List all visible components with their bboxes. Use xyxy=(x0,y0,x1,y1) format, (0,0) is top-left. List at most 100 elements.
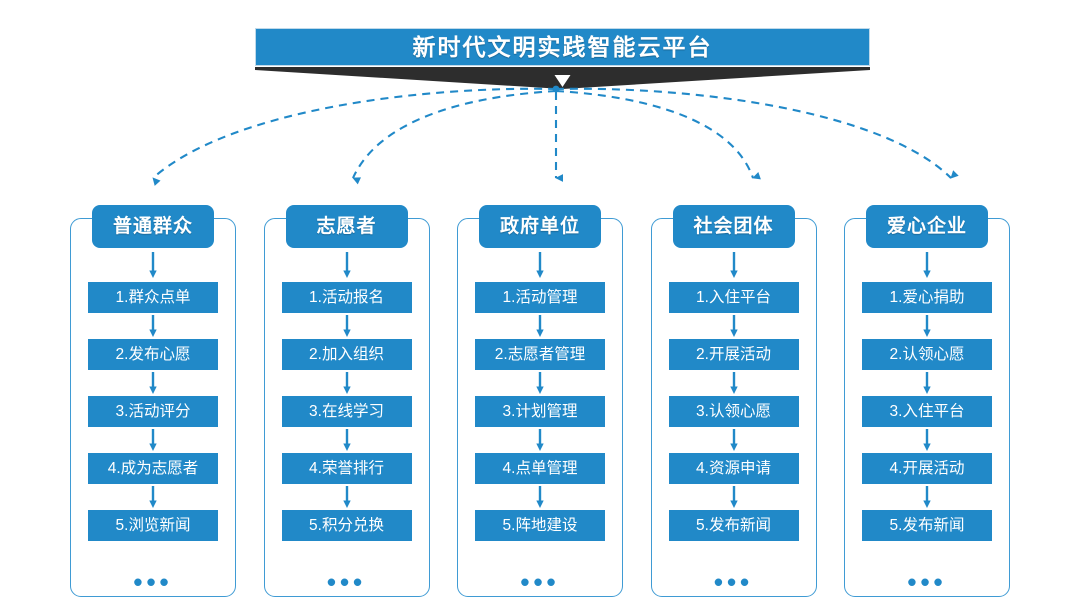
step-item[interactable]: 4.资源申请 xyxy=(668,453,799,484)
step-flow-arrow-icon xyxy=(342,372,351,394)
role-step-list-ordinary-public: 1.群众点单 2.发布心愿 3.活动评分 4.成为志愿者 5.浏览新闻 ••• xyxy=(70,248,236,597)
more-items-ellipsis: ••• xyxy=(520,567,560,597)
step-flow-arrow-icon xyxy=(729,252,738,278)
step-item-label: 5.积分兑换 xyxy=(309,516,384,534)
step-item[interactable]: 3.活动评分 xyxy=(88,396,218,427)
role-header-label: 普通群众 xyxy=(112,216,193,237)
step-item-label: 4.点单管理 xyxy=(502,459,578,477)
step-item-label: 3.认领心愿 xyxy=(696,402,771,420)
more-items-ellipsis: ••• xyxy=(326,567,367,597)
connector-to-volunteer xyxy=(352,89,557,185)
step-item-label: 4.资源申请 xyxy=(696,459,771,477)
step-item[interactable]: 2.志愿者管理 xyxy=(475,339,605,370)
step-item[interactable]: 4.荣誉排行 xyxy=(281,453,412,484)
step-item[interactable]: 2.开展活动 xyxy=(668,339,799,370)
step-item-label: 1.活动管理 xyxy=(502,288,578,306)
more-items-ellipsis: ••• xyxy=(907,567,947,597)
step-item-label: 4.成为志愿者 xyxy=(107,459,199,477)
step-flow-arrow-icon xyxy=(729,315,738,337)
role-step-list-volunteer: 1.活动报名 2.加入组织 3.在线学习 4.荣誉排行 5.积分兑换 ••• xyxy=(264,248,430,597)
step-item-label: 1.入住平台 xyxy=(696,288,771,306)
step-item[interactable]: 1.爱心捐助 xyxy=(862,282,992,313)
page-title: 新时代文明实践智能云平台 xyxy=(412,33,713,60)
step-item[interactable]: 1.群众点单 xyxy=(88,282,218,313)
step-item-label: 2.开展活动 xyxy=(696,345,771,363)
step-flow-arrow-icon xyxy=(923,486,931,508)
step-flow-arrow-icon xyxy=(536,429,544,451)
step-item-label: 3.计划管理 xyxy=(502,402,578,420)
role-header-ordinary-public[interactable]: 普通群众 xyxy=(92,205,214,248)
step-flow-arrow-icon xyxy=(536,372,544,394)
step-item-label: 3.活动评分 xyxy=(115,402,191,420)
step-item[interactable]: 2.加入组织 xyxy=(281,339,412,370)
role-header-label: 社会团体 xyxy=(693,216,774,237)
step-flow-arrow-icon xyxy=(149,372,157,394)
role-column-ordinary-public: 普通群众 1.群众点单 2.发布心愿 3.活动评分 4.成为志愿者 5.浏览新闻 ••• xyxy=(70,205,236,597)
role-header-label: 志愿者 xyxy=(316,216,377,237)
connector-to-ordinary-public xyxy=(152,87,557,186)
step-item-label: 1.活动报名 xyxy=(309,288,384,306)
role-header-government-unit[interactable]: 政府单位 xyxy=(479,205,601,248)
role-column-caring-enterprise: 爱心企业 1.爱心捐助 2.认领心愿 3.入住平台 4.开展活动 5.发布新闻 ••• xyxy=(844,205,1010,597)
step-item-label: 2.加入组织 xyxy=(309,345,384,363)
platform-title-banner: 新时代文明实践智能云平台 xyxy=(255,28,870,90)
step-item[interactable]: 1.入住平台 xyxy=(668,282,799,313)
step-item-label: 1.群众点单 xyxy=(115,288,191,306)
step-item-label: 4.荣誉排行 xyxy=(309,459,384,477)
step-item-label: 5.阵地建设 xyxy=(502,516,578,534)
step-flow-arrow-icon xyxy=(342,429,351,451)
step-item[interactable]: 1.活动报名 xyxy=(281,282,412,313)
step-flow-arrow-icon xyxy=(149,315,157,337)
step-item[interactable]: 3.计划管理 xyxy=(475,396,605,427)
step-flow-arrow-icon xyxy=(149,252,157,278)
step-item[interactable]: 3.入住平台 xyxy=(862,396,992,427)
step-item[interactable]: 5.浏览新闻 xyxy=(88,510,218,541)
step-flow-arrow-icon xyxy=(536,486,544,508)
role-column-volunteer: 志愿者 1.活动报名 2.加入组织 3.在线学习 4.荣誉排行 5.积分兑换 ••• xyxy=(263,205,430,597)
step-item-label: 2.发布心愿 xyxy=(115,345,191,363)
step-item[interactable]: 3.在线学习 xyxy=(281,396,412,427)
step-item-label: 1.爱心捐助 xyxy=(889,288,965,306)
step-item-label: 5.浏览新闻 xyxy=(115,516,191,534)
step-item[interactable]: 2.发布心愿 xyxy=(88,339,218,370)
step-item[interactable]: 5.发布新闻 xyxy=(668,510,799,541)
step-flow-arrow-icon xyxy=(923,315,931,337)
step-flow-arrow-icon xyxy=(729,372,738,394)
more-items-ellipsis: ••• xyxy=(133,567,173,597)
role-step-list-government-unit: 1.活动管理 2.志愿者管理 3.计划管理 4.点单管理 5.阵地建设 ••• xyxy=(457,248,623,597)
step-item[interactable]: 3.认领心愿 xyxy=(668,396,799,427)
step-flow-arrow-icon xyxy=(536,315,544,337)
step-item[interactable]: 1.活动管理 xyxy=(475,282,605,313)
role-header-label: 政府单位 xyxy=(499,216,580,237)
step-item-label: 5.发布新闻 xyxy=(696,516,771,534)
step-item-label: 2.认领心愿 xyxy=(889,345,965,363)
banner-ribbon-chevron xyxy=(255,67,870,89)
role-header-volunteer[interactable]: 志愿者 xyxy=(285,205,408,248)
step-flow-arrow-icon xyxy=(342,315,351,337)
role-column-social-group: 社会团体 1.入住平台 2.开展活动 3.认领心愿 4.资源申请 5.发布新闻 ••• xyxy=(650,205,817,597)
step-flow-arrow-icon xyxy=(923,252,931,278)
step-item[interactable]: 4.开展活动 xyxy=(862,453,992,484)
connector-to-caring-enterprise xyxy=(555,87,959,179)
step-flow-arrow-icon xyxy=(342,486,351,508)
step-item[interactable]: 4.成为志愿者 xyxy=(88,453,218,484)
step-flow-arrow-icon xyxy=(923,372,931,394)
more-items-ellipsis: ••• xyxy=(713,567,754,597)
role-step-list-social-group: 1.入住平台 2.开展活动 3.认领心愿 4.资源申请 5.发布新闻 ••• xyxy=(651,248,817,597)
role-header-label: 爱心企业 xyxy=(886,216,967,237)
step-item-label: 4.开展活动 xyxy=(889,459,965,477)
step-item[interactable]: 5.积分兑换 xyxy=(281,510,412,541)
step-item[interactable]: 2.认领心愿 xyxy=(862,339,992,370)
platform-title-bar: 新时代文明实践智能云平台 xyxy=(255,28,870,66)
step-flow-arrow-icon xyxy=(923,429,931,451)
role-header-caring-enterprise[interactable]: 爱心企业 xyxy=(866,205,988,248)
role-header-social-group[interactable]: 社会团体 xyxy=(672,205,795,248)
step-item[interactable]: 5.发布新闻 xyxy=(862,510,992,541)
step-item[interactable]: 5.阵地建设 xyxy=(475,510,605,541)
role-column-government-unit: 政府单位 1.活动管理 2.志愿者管理 3.计划管理 4.点单管理 5.阵地建设 ••• xyxy=(457,205,623,597)
step-flow-arrow-icon xyxy=(729,486,738,508)
step-item[interactable]: 4.点单管理 xyxy=(475,453,605,484)
role-step-list-caring-enterprise: 1.爱心捐助 2.认领心愿 3.入住平台 4.开展活动 5.发布新闻 ••• xyxy=(844,248,1010,597)
step-item-label: 3.入住平台 xyxy=(889,402,965,420)
